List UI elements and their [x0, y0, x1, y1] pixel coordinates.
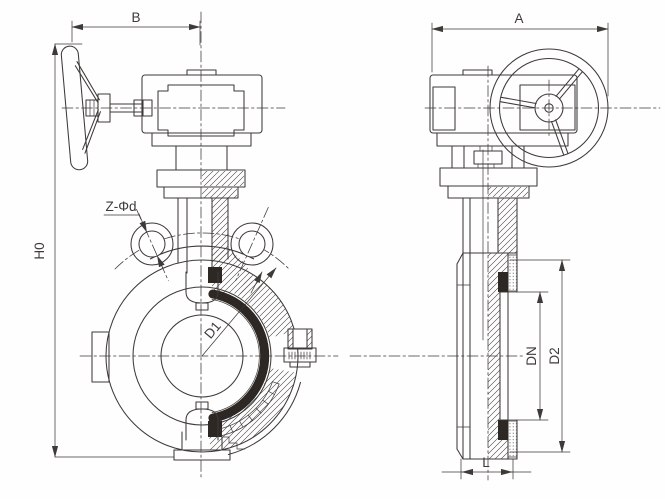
handwheel-rim-outer	[489, 48, 609, 168]
gearbox-side	[429, 69, 578, 147]
dimension-dn: DN	[499, 291, 549, 421]
seat-section	[208, 267, 297, 452]
dimension-l: L	[441, 455, 532, 480]
handwheel-front	[489, 48, 609, 168]
dimension-d2: D2	[509, 259, 571, 453]
shaft-bosses	[185, 271, 219, 441]
seat-adjust-plug	[283, 328, 317, 368]
label-b: B	[131, 10, 140, 25]
label-l: L	[482, 455, 490, 470]
side-view: A DN D2 L	[349, 11, 661, 481]
side-boss-left	[91, 331, 110, 383]
label-d2: D2	[547, 347, 562, 364]
handwheel-side	[60, 45, 153, 171]
valve-neck-side	[439, 145, 538, 341]
valve-neck-front	[156, 145, 254, 294]
retainer-steps	[219, 381, 280, 436]
dimension-bolt-holes: Z-Φd	[103, 199, 165, 270]
gearbox-front	[133, 69, 263, 147]
dimension-b: B	[71, 10, 201, 46]
front-view: B H0 Z-Φd D1	[32, 10, 339, 481]
label-z-phi-d: Z-Φd	[105, 199, 136, 214]
label-h0: H0	[32, 242, 47, 259]
bottom-lug	[173, 431, 246, 461]
dimension-a: A	[431, 11, 609, 97]
label-dn: DN	[524, 346, 539, 366]
handwheel-spokes	[499, 68, 583, 156]
label-a: A	[514, 11, 523, 26]
handwheel-rim	[60, 45, 89, 171]
valve-body-side	[456, 252, 518, 460]
dimension-h0: H0	[32, 43, 175, 458]
label-d1: D1	[201, 319, 224, 342]
